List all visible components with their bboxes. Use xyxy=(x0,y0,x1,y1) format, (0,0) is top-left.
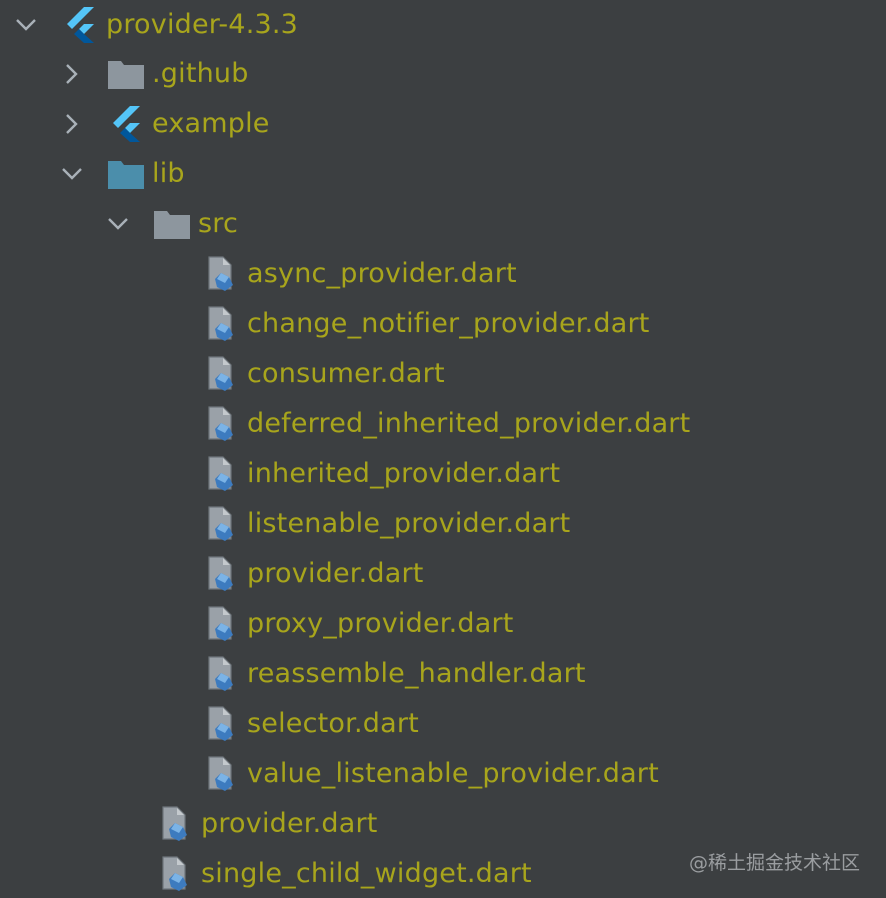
tree-node-label: .github xyxy=(152,58,249,89)
tree-file-item[interactable]: value_listenable_provider.dart xyxy=(0,749,886,799)
dart-file-icon xyxy=(203,706,239,742)
tree-file-label: change_notifier_provider.dart xyxy=(247,308,650,339)
dart-file-icon xyxy=(203,256,239,292)
tree-file-item[interactable]: inherited_provider.dart xyxy=(0,449,886,499)
dart-file-icon xyxy=(157,856,193,892)
flutter-icon xyxy=(62,7,98,43)
tree-file-item[interactable]: deferred_inherited_provider.dart xyxy=(0,399,886,449)
tree-node-lib[interactable]: lib xyxy=(0,149,886,199)
chevron-down-icon[interactable] xyxy=(104,199,132,249)
dart-file-icon xyxy=(157,806,193,842)
tree-file-item[interactable]: provider.dart xyxy=(0,799,886,849)
tree-node-label: lib xyxy=(152,158,185,189)
tree-node-github[interactable]: .github xyxy=(0,49,886,99)
chevron-down-icon[interactable] xyxy=(58,149,86,199)
dart-file-icon xyxy=(203,556,239,592)
dart-file-icon xyxy=(203,506,239,542)
tree-file-label: inherited_provider.dart xyxy=(247,458,561,489)
tree-file-item[interactable]: proxy_provider.dart xyxy=(0,599,886,649)
dart-file-icon xyxy=(203,406,239,442)
tree-node-label: provider-4.3.3 xyxy=(106,9,299,40)
tree-file-label: reassemble_handler.dart xyxy=(247,658,586,689)
chevron-right-icon[interactable] xyxy=(58,99,86,149)
tree-file-label: proxy_provider.dart xyxy=(247,608,514,639)
dart-file-icon xyxy=(203,306,239,342)
chevron-down-icon[interactable] xyxy=(12,0,40,50)
tree-file-item[interactable]: async_provider.dart xyxy=(0,249,886,299)
dart-file-icon xyxy=(203,356,239,392)
tree-file-item[interactable]: consumer.dart xyxy=(0,349,886,399)
tree-file-item[interactable]: single_child_widget.dart xyxy=(0,849,886,898)
tree-file-item[interactable]: provider.dart xyxy=(0,549,886,599)
tree-file-item[interactable]: reassemble_handler.dart xyxy=(0,649,886,699)
tree-file-label: async_provider.dart xyxy=(247,258,517,289)
tree-file-label: consumer.dart xyxy=(247,358,445,389)
tree-file-label: single_child_widget.dart xyxy=(201,858,532,889)
dart-file-icon xyxy=(203,656,239,692)
tree-node-example[interactable]: example xyxy=(0,99,886,149)
watermark: @稀土掘金技术社区 xyxy=(688,852,860,874)
tree-file-label: listenable_provider.dart xyxy=(247,508,571,539)
tree-node-label: src xyxy=(198,208,239,239)
tree-file-item[interactable]: listenable_provider.dart xyxy=(0,499,886,549)
tree-node-src[interactable]: src xyxy=(0,199,886,249)
dart-file-icon xyxy=(203,756,239,792)
folder-icon xyxy=(108,56,144,92)
tree-node-label: example xyxy=(152,108,270,139)
tree-file-label: provider.dart xyxy=(247,558,424,589)
tree-file-label: selector.dart xyxy=(247,708,419,739)
tree-file-label: deferred_inherited_provider.dart xyxy=(247,408,691,439)
tree-file-label: value_listenable_provider.dart xyxy=(247,758,659,789)
tree-file-item[interactable]: change_notifier_provider.dart xyxy=(0,299,886,349)
folder-icon xyxy=(154,206,190,242)
tree-file-item[interactable]: selector.dart xyxy=(0,699,886,749)
flutter-icon xyxy=(108,106,144,142)
tree-file-label: provider.dart xyxy=(201,808,378,839)
source-folder-icon xyxy=(108,156,144,192)
chevron-right-icon[interactable] xyxy=(58,49,86,99)
tree-node-provider-root[interactable]: provider-4.3.3 xyxy=(0,0,886,50)
dart-file-icon xyxy=(203,606,239,642)
dart-file-icon xyxy=(203,456,239,492)
